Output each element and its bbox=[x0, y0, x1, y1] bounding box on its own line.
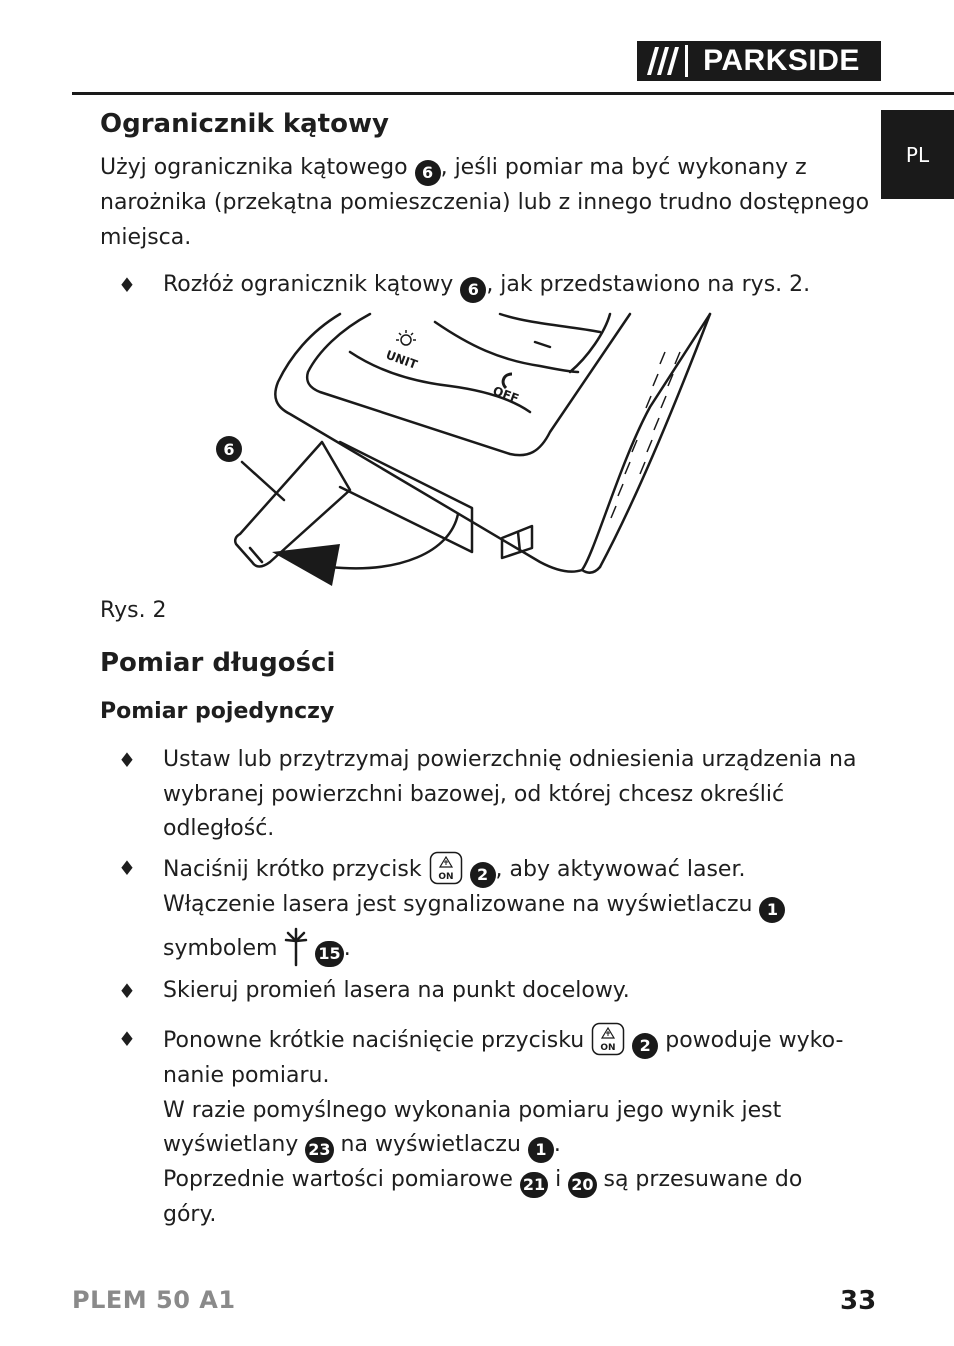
svg-text:ON: ON bbox=[601, 1043, 616, 1053]
bullet-diamond: ♦ bbox=[118, 748, 136, 772]
section-title-angle-stop: Ogranicznik kątowy bbox=[100, 109, 389, 139]
ref-number: 15 bbox=[315, 941, 344, 967]
bullet-diamond: ♦ bbox=[118, 273, 136, 297]
length-bullet-3: Skieruj promień lasera na punkt docelowy… bbox=[163, 978, 630, 1003]
on-button-icon: ON bbox=[429, 851, 462, 885]
length-bullet-2: Naciśnij krótko przycisk ON 2, aby aktyw… bbox=[163, 851, 873, 967]
text-span: Użyj ogranicznika kątowego bbox=[100, 155, 415, 180]
ref-number: 1 bbox=[759, 897, 786, 923]
text-span: . bbox=[553, 1132, 561, 1157]
length-bullet-1: Ustaw lub przytrzymaj powierzchnię odnie… bbox=[163, 747, 857, 841]
laser-symbol-icon bbox=[285, 927, 308, 967]
length-bullet-4: Ponowne krótkie naciśnięcie przycisku ON… bbox=[163, 1022, 873, 1233]
label-unit: UNIT bbox=[384, 348, 420, 373]
line: W razie pomyślnego wykonania pomiaru jeg… bbox=[163, 1097, 782, 1123]
parkside-logo: PARKSIDE bbox=[637, 41, 881, 81]
text-span: , jak przedstawiono na rys. 2. bbox=[486, 272, 811, 297]
line: nanie pomiaru. bbox=[163, 1063, 330, 1088]
line: góry. bbox=[163, 1202, 217, 1227]
line: wyświetlany 23 na wyświetlaczu 1. bbox=[163, 1128, 873, 1163]
ref-number: 2 bbox=[469, 862, 496, 888]
on-button-icon: ON bbox=[592, 1022, 625, 1056]
footer-model-name: PLEM 50 A1 bbox=[72, 1286, 236, 1314]
subsection-title-single: Pomiar pojedynczy bbox=[100, 699, 335, 724]
text-span: Włączenie lasera jest sygnalizowane na w… bbox=[163, 892, 760, 917]
text-span: Rozłóż ogranicznik kątowy bbox=[163, 272, 461, 297]
angle-stop-bullet: Rozłóż ogranicznik kątowy 6, jak przedst… bbox=[163, 268, 873, 303]
text-span: Poprzednie wartości pomiarowe bbox=[163, 1167, 520, 1192]
bullet-diamond: ♦ bbox=[118, 1027, 136, 1051]
line: Poprzednie wartości pomiarowe 21 i 20 są… bbox=[163, 1163, 873, 1198]
language-tab: PL bbox=[881, 110, 954, 199]
text-span: , aby aktywować laser. bbox=[495, 857, 746, 882]
footer-page-number: 33 bbox=[840, 1286, 877, 1316]
logo-wordmark: PARKSIDE bbox=[685, 45, 875, 77]
callout-number: 6 bbox=[223, 440, 234, 459]
text-span: . bbox=[343, 936, 351, 961]
line: Naciśnij krótko przycisk ON 2, aby aktyw… bbox=[163, 851, 873, 888]
line: Ponowne krótkie naciśnięcie przycisku ON… bbox=[163, 1022, 873, 1059]
ref-number: 20 bbox=[568, 1172, 597, 1198]
figure-caption: Rys. 2 bbox=[100, 598, 167, 623]
line: symbolem 15. bbox=[163, 927, 873, 967]
figure-device-illustration: UNIT OFF 6 bbox=[216, 312, 712, 586]
text-span: i bbox=[548, 1167, 569, 1192]
ref-number: 1 bbox=[527, 1137, 554, 1163]
section-title-length: Pomiar długości bbox=[100, 648, 336, 678]
svg-text:ON: ON bbox=[438, 872, 453, 882]
line: Włączenie lasera jest sygnalizowane na w… bbox=[163, 888, 873, 923]
label-off: OFF bbox=[491, 384, 521, 406]
text-span: na wyświetlaczu bbox=[333, 1132, 528, 1157]
text-span: są przesuwane do bbox=[596, 1167, 803, 1192]
text-span: Ponowne krótkie naciśnięcie przycisku bbox=[163, 1028, 592, 1053]
angle-stop-paragraph: Użyj ogranicznika kątowego 6, jeśli pomi… bbox=[100, 151, 870, 255]
logo-slashes-icon bbox=[647, 47, 679, 75]
ref-number: 21 bbox=[519, 1172, 549, 1198]
ref-number: 2 bbox=[632, 1033, 659, 1059]
ref-number: 6 bbox=[414, 160, 441, 186]
ref-number: 23 bbox=[305, 1137, 334, 1163]
ref-number: 6 bbox=[460, 277, 487, 303]
text-span: powoduje wyko- bbox=[658, 1028, 844, 1053]
header-rule bbox=[72, 92, 954, 95]
text-span: wyświetlany bbox=[163, 1132, 306, 1157]
text-span: Naciśnij krótko przycisk bbox=[163, 857, 429, 882]
text-span: , jeśli pomiar ma być wykonany z narożni… bbox=[100, 155, 870, 250]
text-span: symbolem bbox=[163, 936, 285, 961]
bullet-diamond: ♦ bbox=[118, 979, 136, 1003]
callout-circle bbox=[216, 436, 242, 462]
bullet-diamond: ♦ bbox=[118, 856, 136, 880]
